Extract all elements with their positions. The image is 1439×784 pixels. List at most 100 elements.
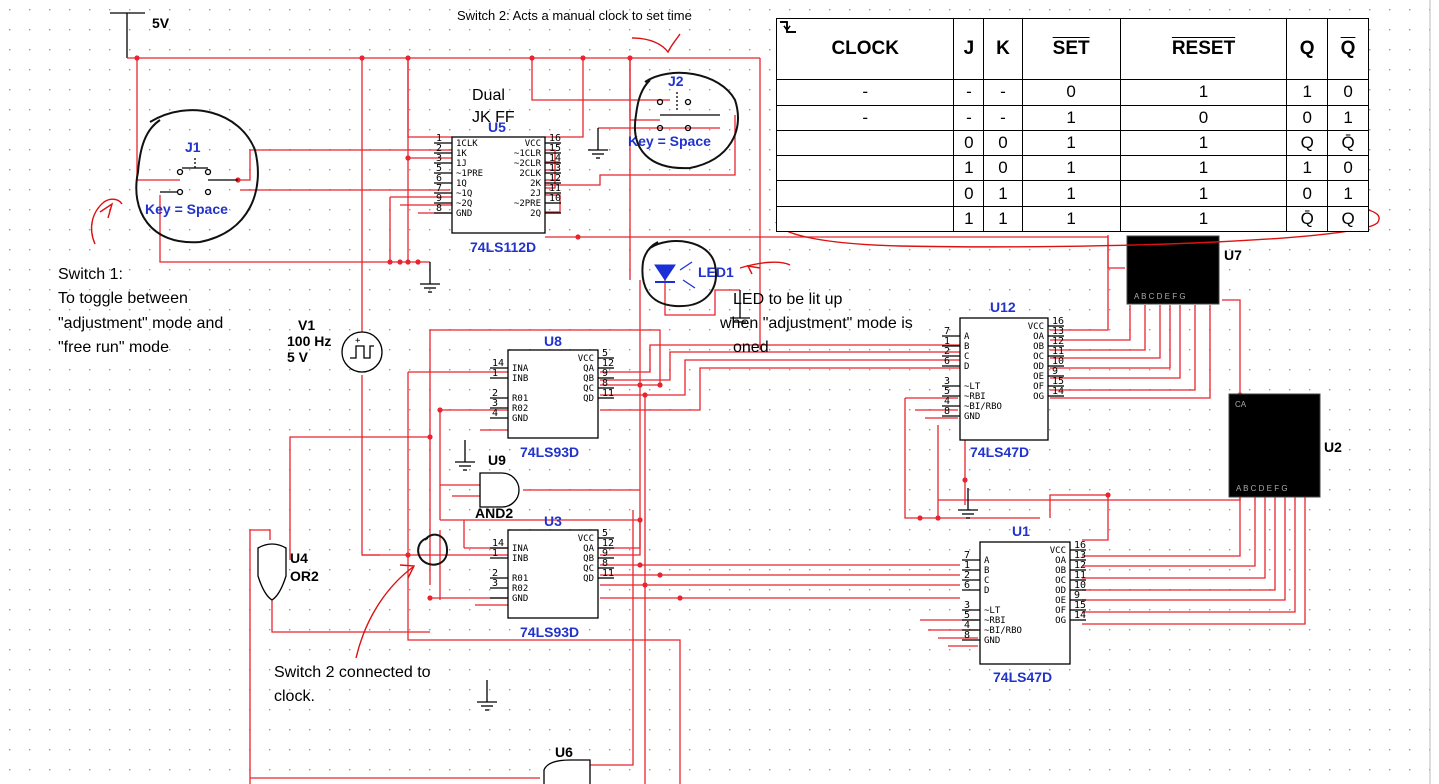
pin-number: 7 (964, 550, 970, 561)
pin-number: 4 (492, 408, 498, 419)
truth-table-cell: 0 (983, 155, 1023, 182)
pin-number: 8 (602, 558, 608, 569)
truth-table-cell: 0 (1327, 155, 1369, 182)
pin-label: OD (1055, 586, 1066, 596)
pin-number: 11 (602, 568, 614, 579)
truth-table-cell: 0 (983, 129, 1023, 157)
pin-label: OE (1033, 372, 1044, 382)
pin-label: QD (583, 574, 594, 584)
svg-text:U1: U1 (1012, 523, 1030, 539)
pin-label: A (964, 332, 970, 342)
svg-text:U2: U2 (1324, 439, 1342, 455)
pin-label: ~1PRE (456, 169, 483, 179)
pin-label: 2J (530, 189, 541, 199)
pin-label: INB (512, 374, 528, 384)
truth-table-cell: 0 (1327, 79, 1369, 106)
pin-number: 3 (964, 600, 970, 611)
svg-text:U9: U9 (488, 452, 506, 468)
pin-number: 5 (964, 610, 970, 621)
svg-text:To toggle between: To toggle between (58, 290, 188, 307)
truth-table-cell: 1 (1119, 79, 1288, 106)
pin-number: 1 (492, 548, 498, 559)
pin-label: B (984, 566, 989, 576)
svg-text:+: + (355, 336, 361, 346)
pin-number: 3 (944, 376, 950, 387)
pin-label: ~1CLR (514, 149, 542, 159)
truth-table-cell: 1 (1021, 205, 1121, 233)
pin-number: 12 (1074, 560, 1086, 571)
truth-table-cell: 1 (1021, 104, 1121, 131)
pin-number: 14 (1052, 386, 1064, 397)
svg-text:Switch 1:: Switch 1: (58, 266, 123, 283)
pin-number: 10 (1074, 580, 1086, 591)
truth-table-cell: 0 (1286, 104, 1329, 131)
pin-label: ~BI/RBO (984, 626, 1022, 636)
pin-label: R01 (512, 394, 528, 404)
svg-text:"adjustment" mode and: "adjustment" mode and (58, 315, 223, 332)
pin-number: 6 (944, 356, 950, 367)
pin-label: GND (984, 636, 1000, 646)
pin-number: 6 (436, 173, 442, 184)
svg-text:U5: U5 (488, 119, 506, 135)
pin-number: 15 (549, 143, 561, 154)
switch-j1[interactable]: J1 Key = Space (145, 139, 238, 217)
truth-table-cell: 1 (1119, 155, 1288, 182)
truth-table-cell: 1 (983, 205, 1023, 233)
truth-table-cell: 0 (1119, 104, 1288, 131)
pin-number: 8 (964, 630, 970, 641)
pin-number: 13 (549, 163, 561, 174)
svg-text:Switch 2: Acts a manual clock: Switch 2: Acts a manual clock to set tim… (457, 8, 692, 23)
svg-text:Switch 2 connected to: Switch 2 connected to (274, 664, 431, 681)
pin-number: 15 (1052, 376, 1064, 387)
pin-number: 9 (1052, 366, 1058, 377)
pin-label: OC (1033, 352, 1044, 362)
pin-label: 1Q (456, 179, 467, 189)
pin-label: OF (1055, 606, 1066, 616)
truth-table-cell: - (775, 104, 955, 131)
switch-j2[interactable]: J2 Key = Space (628, 73, 720, 149)
pin-number: 8 (944, 406, 950, 417)
truth-table-cell: 1 (983, 180, 1023, 207)
pin-number: 10 (1052, 356, 1064, 367)
pin-number: 16 (1074, 540, 1086, 551)
pin-label: GND (456, 209, 472, 219)
pin-label: QB (583, 374, 594, 384)
pin-number: 3 (492, 578, 498, 589)
svg-text:U12: U12 (990, 299, 1016, 315)
pin-label: GND (964, 412, 980, 422)
pin-label: VCC (1050, 546, 1066, 556)
pin-label: GND (512, 594, 528, 604)
pin-number: 4 (964, 620, 970, 631)
pin-label: QA (583, 364, 594, 374)
pin-label: VCC (525, 139, 541, 149)
truth-table-cell: Q̄ (1286, 205, 1329, 233)
svg-text:74LS47D: 74LS47D (993, 669, 1052, 685)
pin-label: C (984, 576, 989, 586)
pin-number: 1 (436, 133, 442, 144)
pin-number: 5 (944, 386, 950, 397)
hand-circle-led (641, 240, 717, 308)
pin-label: OA (1033, 332, 1044, 342)
pin-number: 6 (964, 580, 970, 591)
truth-table-cell: - (953, 104, 985, 131)
pin-label: ~RBI (964, 392, 986, 402)
col-q: Q (1286, 17, 1329, 81)
truth-table-cell: - (983, 79, 1023, 106)
seven-seg-u7: A B C D E F G U7 (1126, 235, 1242, 305)
pin-label: ~LT (964, 382, 981, 392)
pin-number: 5 (602, 348, 608, 359)
svg-text:74LS93D: 74LS93D (520, 624, 579, 640)
pin-number: 8 (436, 203, 442, 214)
falling-edge-icon (775, 20, 955, 157)
pin-number: 2 (492, 388, 498, 399)
pin-number: 16 (549, 133, 561, 144)
svg-text:U8: U8 (544, 333, 562, 349)
pin-number: 2 (964, 570, 970, 581)
pin-label: OF (1033, 382, 1044, 392)
svg-text:U3: U3 (544, 513, 562, 529)
